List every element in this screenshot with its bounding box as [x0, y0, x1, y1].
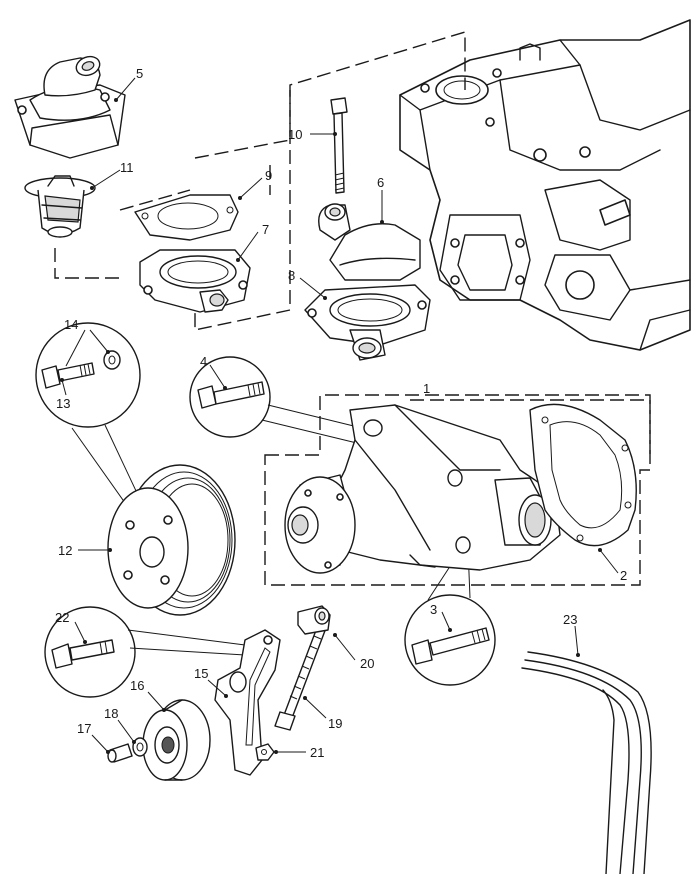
- engine-block: [399, 19, 691, 351]
- part-9-gasket: [134, 194, 239, 241]
- part-22-detail: [44, 606, 136, 698]
- callout-numbers: 1 2 3 4 5 6 7 8 9 10 11 12 13 14 15 16 1…: [55, 66, 627, 760]
- callout-13: 13: [56, 396, 70, 411]
- part-17-bolt: [107, 743, 133, 763]
- part-5-thermostat-housing: [14, 55, 126, 159]
- callout-11: 11: [120, 160, 134, 175]
- callout-22: 22: [55, 610, 69, 625]
- part-10-long-bolt: [330, 97, 348, 194]
- callout-10: 10: [288, 127, 302, 142]
- callout-17: 17: [77, 721, 91, 736]
- callout-23: 23: [563, 612, 577, 627]
- callout-19: 19: [328, 716, 342, 731]
- callout-16: 16: [130, 678, 144, 693]
- part-20-trunnion: [297, 605, 331, 635]
- part-8-inlet-housing: [304, 284, 431, 361]
- part-3-detail: [404, 594, 496, 686]
- callout-9: 9: [265, 168, 272, 183]
- callout-21: 21: [310, 745, 324, 760]
- callout-1: 1: [423, 381, 430, 396]
- part-21-nut: [255, 743, 275, 761]
- callout-15: 15: [194, 666, 208, 681]
- part-2-pump-gasket: [529, 403, 637, 547]
- part-13-14-detail: [35, 322, 141, 428]
- callout-2: 2: [620, 568, 627, 583]
- part-19-adjuster-rod: [274, 624, 327, 731]
- callout-7: 7: [262, 222, 269, 237]
- callout-12: 12: [58, 543, 72, 558]
- callout-3: 3: [430, 602, 437, 617]
- part-16-idler-pulley: [142, 699, 211, 781]
- part-6-outlet-elbow: [318, 203, 421, 281]
- callout-20: 20: [360, 656, 374, 671]
- part-15-tensioner-bracket: [214, 629, 281, 776]
- part-7-housing-adaptor: [139, 249, 251, 313]
- part-23-drive-belt: [521, 651, 652, 874]
- callout-6: 6: [377, 175, 384, 190]
- part-11-thermostat: [24, 175, 96, 238]
- part-12-pulley: [107, 464, 236, 616]
- callout-leaders: [60, 77, 619, 754]
- callout-14: 14: [64, 317, 78, 332]
- callout-8: 8: [288, 268, 295, 283]
- callout-18: 18: [104, 706, 118, 721]
- part-1-water-pump: [264, 394, 651, 586]
- callout-5: 5: [136, 66, 143, 81]
- part-4-detail: [189, 356, 271, 438]
- part-18-spacer: [132, 737, 148, 757]
- callout-4: 4: [200, 354, 207, 369]
